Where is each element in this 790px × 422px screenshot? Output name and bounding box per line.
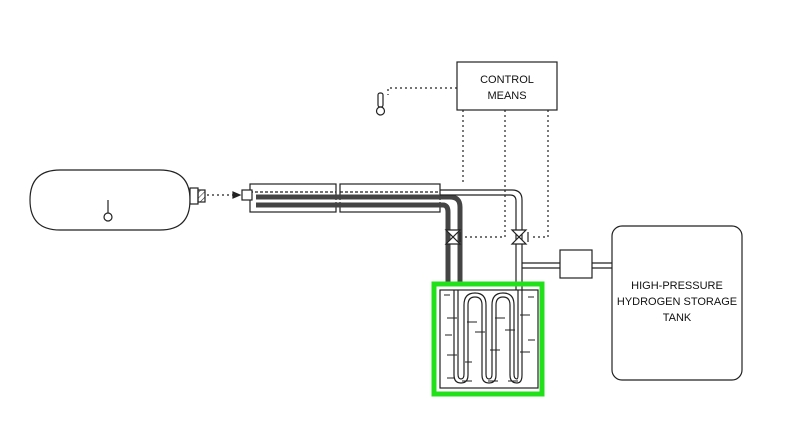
compressor-box: [560, 250, 592, 278]
vehicle-hydrogen-tank: [30, 170, 205, 230]
cooling-bath: [440, 290, 538, 388]
storage-tank-label-2: HYDROGEN STORAGE: [617, 296, 737, 308]
thermometer-icon: [377, 93, 385, 115]
control-means-label-2: MEANS: [487, 90, 526, 102]
storage-tank-label-1: HIGH-PRESSURE: [631, 280, 723, 292]
control-means-label-1: CONTROL: [480, 74, 534, 86]
storage-tank: HIGH-PRESSURE HYDROGEN STORAGE TANK: [612, 226, 742, 380]
storage-tank-label-3: TANK: [663, 312, 692, 324]
double-pipe-heat-exchanger: [242, 184, 460, 283]
control-means-box: CONTROL MEANS: [457, 62, 557, 110]
valve-icon-right: [512, 230, 528, 244]
arrow-icon: [233, 192, 240, 198]
